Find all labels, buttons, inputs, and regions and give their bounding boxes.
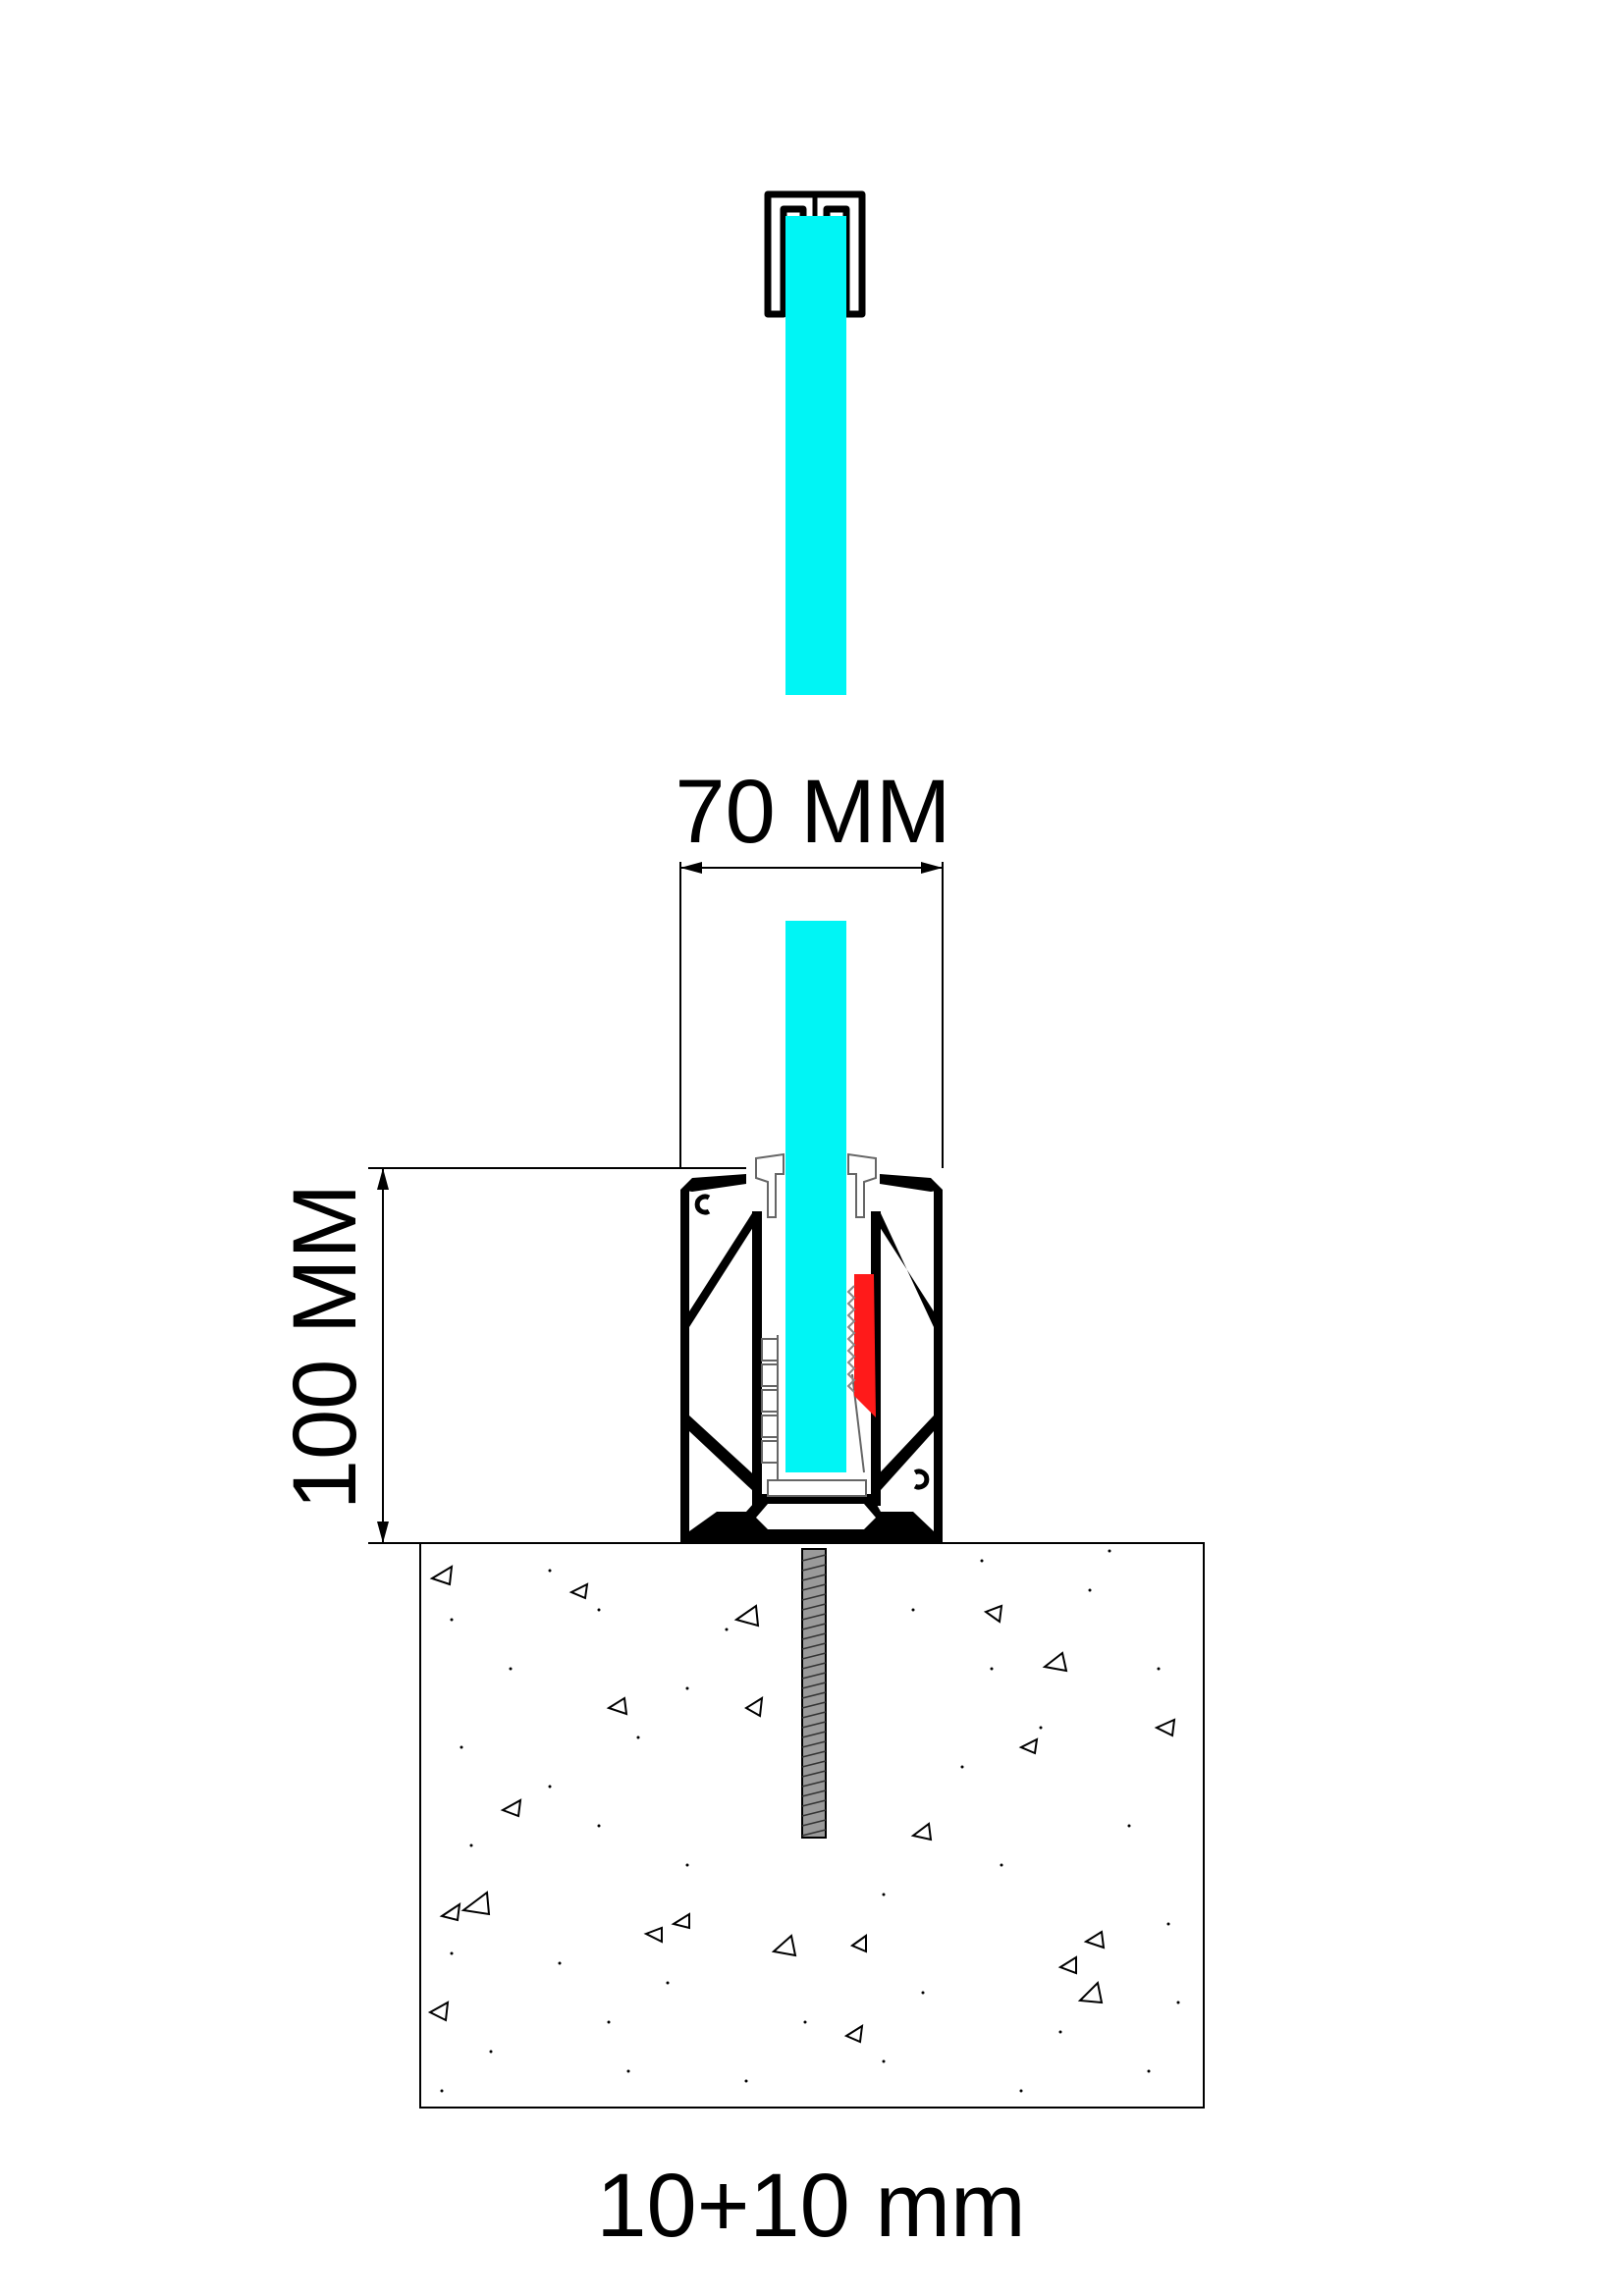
glass-pane-lower <box>785 921 846 1472</box>
gasket-teeth <box>846 1285 856 1393</box>
wedge-gasket <box>854 1274 876 1417</box>
glass-pane-upper <box>785 216 846 695</box>
base-profile <box>680 1174 943 1543</box>
profile-hooks <box>694 1194 930 1490</box>
concrete-speckles <box>440 1549 1180 2093</box>
height-dimension-label: 100 MM <box>275 1184 375 1510</box>
glass-thickness-label: 10+10 mm <box>596 2156 1025 2256</box>
anchor-rod <box>801 1548 827 1839</box>
concrete-aggregate <box>427 1565 1176 2044</box>
height-dimension: 100 MM <box>275 1167 746 1544</box>
glass-clips <box>755 1152 877 1497</box>
width-dimension-label: 70 MM <box>675 762 950 862</box>
width-dimension: 70 MM <box>675 762 951 1168</box>
